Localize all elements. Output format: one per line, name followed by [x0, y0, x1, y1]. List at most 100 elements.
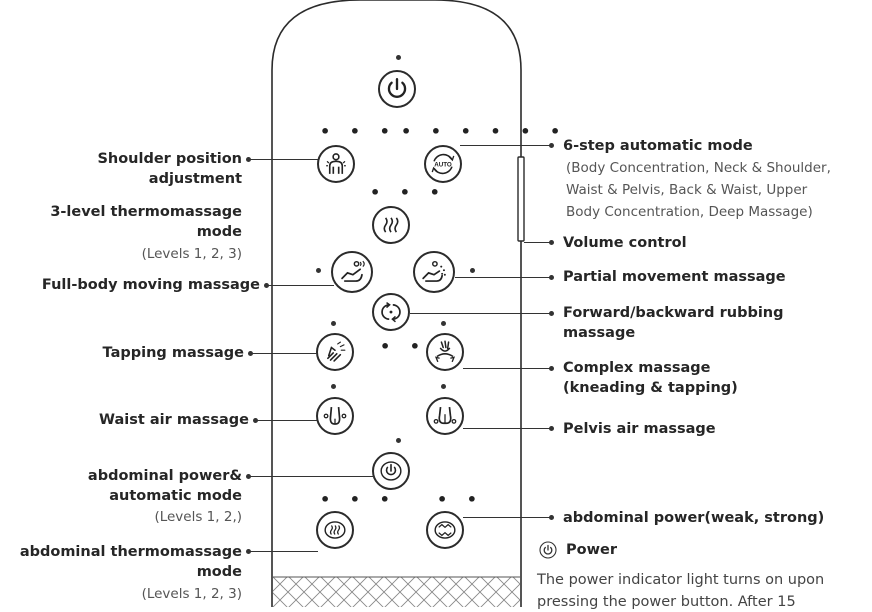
label-rubbing-line2: massage [563, 325, 636, 341]
label-shoulder: Shoulder position adjustment [97, 149, 242, 189]
label-waist-air: Waist air massage [99, 412, 249, 428]
abdominal-power-button[interactable] [372, 452, 410, 490]
label-shoulder-line1: Shoulder position [97, 151, 242, 167]
complex-massage-button[interactable] [426, 333, 464, 371]
label-abd-thermo-line1: abdominal thermomassage [19, 544, 242, 560]
abdominal-strength-button[interactable] [426, 511, 464, 549]
volume-rocker[interactable] [517, 156, 525, 242]
leader-complex [463, 368, 552, 369]
leader-abd-strength [463, 517, 552, 518]
complex-indicator [441, 321, 446, 326]
leader-dot [246, 157, 251, 162]
leader-rubbing [410, 313, 552, 314]
leader-pelvis [463, 428, 552, 429]
label-abd-strength: abdominal power(weak, strong) [563, 510, 825, 526]
abdominal-wave-icon [434, 521, 456, 539]
power-section-text: The power indicator light turns on upon [537, 572, 825, 588]
forward-backward-icon [381, 302, 401, 323]
leader-waist [255, 420, 317, 421]
label-rubbing-line1: Forward/backward rubbing [563, 305, 784, 321]
power-section-text-2: pressing the power button. After 15 [537, 594, 796, 610]
auto-cycle-icon: AUTO [431, 153, 455, 175]
label-volume: Volume control [563, 235, 687, 251]
leader-abd-power [248, 476, 374, 477]
leader-dot [248, 351, 253, 356]
pelvis-air-button[interactable] [426, 397, 464, 435]
grip-texture [273, 577, 520, 607]
label-abd-thermo-levels: (Levels 1, 2, 3) [141, 586, 242, 602]
leader-dot [549, 426, 554, 431]
power-button[interactable] [378, 70, 416, 108]
auto-text: AUTO [434, 162, 452, 169]
power-indicator [396, 55, 401, 60]
leader-fullbody [266, 285, 334, 286]
waist-air-icon [323, 406, 347, 425]
partial-indicator [470, 268, 475, 273]
label-auto-desc-1: (Body Concentration, Neck & Shoulder, [566, 160, 831, 176]
power-small-icon [539, 541, 557, 559]
waist-indicator [331, 384, 336, 389]
leader-dot [549, 366, 554, 371]
abdominal-power-icon [380, 461, 402, 481]
label-fullbody: Full-body moving massage [41, 277, 260, 293]
tapping-hand-icon [327, 341, 346, 362]
abd-thermo-indicators: • • • [320, 490, 397, 509]
label-pelvis-air: Pelvis air massage [563, 421, 716, 437]
label-auto-desc-3: Body Concentration, Deep Massage) [566, 204, 813, 220]
label-partial: Partial movement massage [563, 269, 786, 285]
kneading-hand-icon [434, 340, 456, 363]
waist-air-button[interactable] [316, 397, 354, 435]
power-icon [387, 77, 407, 98]
fullbody-moving-button[interactable] [331, 251, 373, 293]
tapping-indicator [331, 321, 336, 326]
leader-volume [524, 242, 552, 243]
rubbing-indicators: • • [380, 337, 428, 356]
thermomassage-button[interactable] [372, 206, 410, 244]
label-abd-power: abdominal power& automatic mode [88, 466, 242, 506]
rubbing-massage-button[interactable] [372, 293, 410, 331]
leader-dot [246, 474, 251, 479]
label-thermo-line1: 3-level thermomassage [50, 204, 242, 220]
heat-waves-icon [383, 217, 399, 233]
leader-dot [264, 283, 269, 288]
shoulder-indicators: • • • [320, 122, 397, 141]
shoulder-position-button[interactable] [317, 145, 355, 183]
leader-dot [549, 515, 554, 520]
pelvis-indicator [441, 384, 446, 389]
label-auto: 6-step automatic mode [563, 138, 753, 154]
label-thermo: 3-level thermomassage mode [50, 202, 242, 242]
tapping-massage-button[interactable] [316, 333, 354, 371]
auto-indicators: • • • • • • [401, 122, 568, 141]
label-shoulder-line2: adjustment [148, 171, 242, 187]
leader-dot [246, 549, 251, 554]
leader-dot [549, 311, 554, 316]
fullbody-indicator [316, 268, 321, 273]
label-abd-thermo: abdominal thermomassage mode [20, 542, 242, 582]
leader-tapping [250, 353, 317, 354]
label-abd-power-levels: (Levels 1, 2,) [154, 509, 242, 525]
label-thermo-line2: mode [196, 224, 242, 240]
leader-shoulder [248, 159, 318, 160]
leader-dot [253, 418, 258, 423]
label-tapping: Tapping massage [102, 345, 244, 361]
leader-partial [455, 277, 552, 278]
leader-auto [460, 145, 552, 146]
label-complex-line1: Complex massage [563, 360, 711, 376]
pelvis-air-icon [433, 406, 457, 425]
thermo-indicators: • • • [370, 183, 447, 202]
abd-strength-indicators: • • [437, 490, 485, 509]
label-abd-power-line2: automatic mode [109, 488, 242, 504]
abdominal-heat-icon [324, 521, 346, 539]
auto-mode-button[interactable]: AUTO [424, 145, 462, 183]
recliner-partial-icon [422, 260, 446, 282]
recliner-movement-icon [341, 260, 365, 282]
leader-dot [549, 240, 554, 245]
abdominal-thermo-button[interactable] [316, 511, 354, 549]
leader-dot [549, 275, 554, 280]
person-shoulder-icon [326, 153, 346, 174]
label-complex: Complex massage (kneading & tapping) [563, 358, 738, 398]
leader-dot [549, 143, 554, 148]
label-complex-line2: (kneading & tapping) [563, 380, 738, 396]
label-auto-desc-2: Waist & Pelvis, Back & Waist, Upper [566, 182, 808, 198]
partial-movement-button[interactable] [413, 251, 455, 293]
